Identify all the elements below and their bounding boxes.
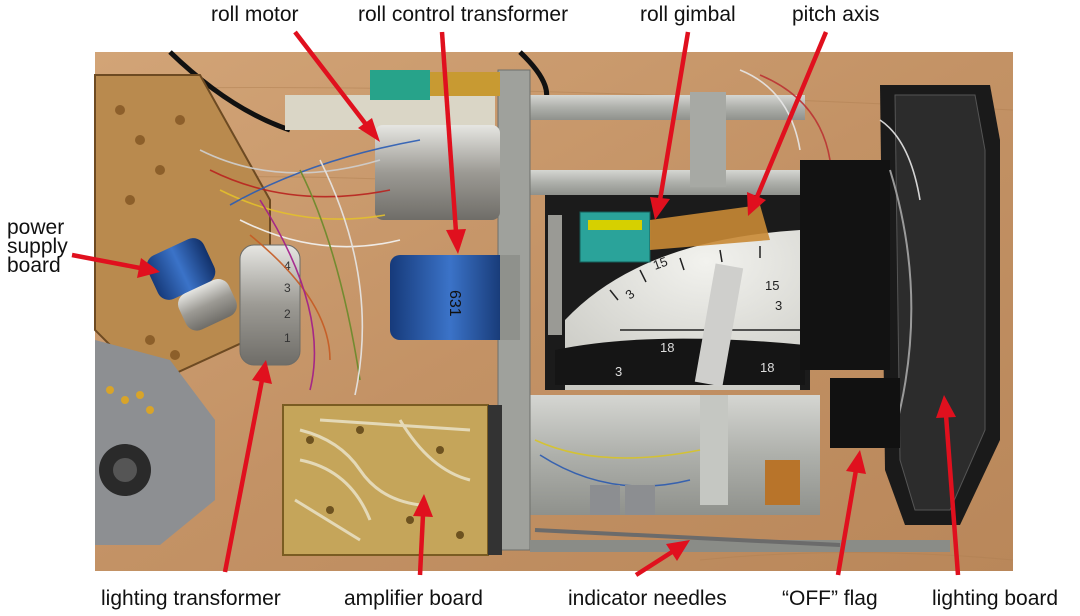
arrow-roll-motor [293,30,380,142]
arrow-roll-gimbal [650,31,691,220]
label-power-supply-board: power supply board [7,216,68,277]
label-amplifier-board: amplifier board [344,587,483,610]
label-roll-control-transformer: roll control transformer [358,3,569,26]
svg-text:2: 2 [284,307,291,321]
indicator-needles [534,528,841,547]
dial-mark-7: 3 [615,364,622,379]
arrow-lighting-board [936,395,961,576]
svg-text:3: 3 [284,281,291,295]
silver-capacitor [178,278,237,331]
label-indicator-needles: indicator needles [568,587,727,610]
gear-rack [548,215,562,335]
transformer-tag: 631 [446,290,463,317]
green-connector [370,70,430,100]
label-roll-motor: roll motor [211,3,299,26]
roll-control-transformer [390,255,510,340]
lighting-transformer: 4 3 2 1 [239,244,301,366]
dial-mark-5: 18 [660,340,674,355]
svg-text:1: 1 [284,331,291,345]
off-flag [830,378,900,448]
dial-mark-1: 15 [651,254,670,273]
copper-lug [765,460,800,505]
label-lighting-transformer: lighting transformer [101,587,281,610]
dial-mark-4: 3 [775,298,782,313]
needle-connector-2 [625,485,655,515]
amplifier-board [282,404,502,556]
label-pitch-axis: pitch axis [792,3,880,26]
wiring-harness [199,69,921,487]
roll-gimbal-connector [579,205,770,263]
svg-text:4: 4 [284,259,291,273]
roll-motor-group: 631 [285,70,520,340]
arrow-lighting-transformer [222,360,272,573]
arrow-power-supply-board [71,252,160,278]
needle-connector-1 [590,485,620,515]
label-lighting-board: lighting board [932,587,1059,610]
dial-mark-3: 15 [765,278,779,293]
callout-arrows [71,30,961,577]
pitch-indicator-bar [694,263,744,387]
dial-mark-6: 18 [760,360,774,375]
selector-disc [95,340,215,545]
arrow-pitch-axis [747,31,829,216]
front-bezel [800,85,1000,525]
label-off-flag: “OFF” flag [782,587,878,610]
arrow-roll-control-transformer [439,31,466,254]
arrow-indicator-needles [634,540,690,577]
arrow-amplifier-board [413,494,433,576]
arrow-off-flag [835,450,866,576]
label-roll-gimbal: roll gimbal [640,3,736,26]
roll-motor [375,125,500,220]
blue-capacitor [146,238,216,300]
